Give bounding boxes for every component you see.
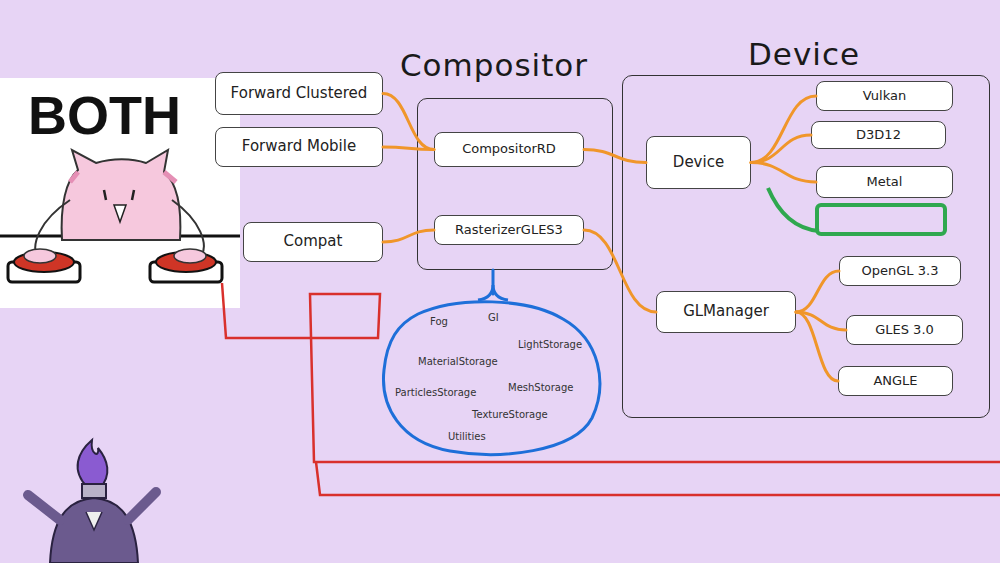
mascot-collar <box>86 512 102 530</box>
backend-box: D3D12 <box>811 121 946 149</box>
backend-box: ANGLE <box>838 366 953 396</box>
cat-bows <box>70 172 176 182</box>
box-label: Device <box>673 154 724 171</box>
cat-arms <box>35 200 203 258</box>
cat-paw <box>24 249 56 263</box>
connector <box>493 270 494 294</box>
renderer-box: Compat <box>243 222 383 262</box>
mascot <box>28 440 156 563</box>
connector <box>383 147 434 150</box>
process-box: GLManager <box>656 291 796 333</box>
group-box: CompositorCompositorRDRasterizerGLES3 <box>417 98 613 270</box>
connector-line <box>584 150 646 163</box>
connector <box>751 163 816 183</box>
connector-line <box>796 312 846 330</box>
backend-box: OpenGL 3.3 <box>839 256 961 286</box>
meme-caption: BOTH <box>28 84 181 146</box>
green-link <box>768 188 819 231</box>
connector-line <box>751 96 816 163</box>
box-label: Forward Mobile <box>242 138 356 155</box>
connector-line <box>383 230 434 242</box>
cat-body <box>62 150 181 240</box>
connector-line <box>796 312 838 381</box>
box-label: RasterizerGLES3 <box>455 223 563 238</box>
connector-line <box>796 271 839 312</box>
group-heading: Compositor <box>344 47 644 83</box>
box-label: GLES 3.0 <box>875 323 934 338</box>
connector <box>751 96 816 163</box>
storage-name: Fog <box>430 316 448 327</box>
box-label: Compat <box>284 233 343 250</box>
storage-name: LightStorage <box>518 339 582 350</box>
backend-box: GLES 3.0 <box>846 315 963 345</box>
renderer-box: Forward Mobile <box>215 127 383 167</box>
storage-cloud: Fog GI LightStorageMaterialStorageParticle… <box>378 294 608 459</box>
cloud-path <box>384 302 600 455</box>
mascot-head <box>82 484 106 498</box>
box-label: CompositorRD <box>462 142 556 157</box>
meme-panel <box>0 78 240 308</box>
box-label: OpenGL 3.3 <box>862 264 939 279</box>
mascot-flame <box>78 440 108 488</box>
process-box: RasterizerGLES3 <box>434 215 584 245</box>
box-label: ANGLE <box>873 374 917 389</box>
connector <box>383 94 434 150</box>
empty-slot <box>817 205 945 234</box>
cat-paw <box>174 249 206 263</box>
connector-line <box>492 270 495 294</box>
box-label: GLManager <box>683 303 769 320</box>
backend-box: Vulkan <box>816 81 953 111</box>
storage-name: MeshStorage <box>508 382 573 393</box>
storage-name: TextureStorage <box>472 409 548 420</box>
group-heading: Device <box>654 36 954 72</box>
connector-line <box>751 135 811 163</box>
cat-mouth <box>114 205 126 222</box>
storage-name: ParticlesStorage <box>395 387 476 398</box>
blue-bracket <box>478 285 508 300</box>
backend-box: Metal <box>816 166 953 198</box>
connector <box>584 230 656 312</box>
connector <box>383 230 434 242</box>
renderer-box: Forward Clustered <box>215 72 383 115</box>
mascot-body <box>50 498 138 563</box>
connector-line <box>751 163 816 183</box>
cat-eyes <box>104 190 134 200</box>
process-box: Device <box>646 136 751 189</box>
process-box: CompositorRD <box>434 132 584 167</box>
group-box: DeviceDeviceVulkanD3D12MetalGLManagerOpe… <box>622 75 990 418</box>
box-label: Forward Clustered <box>231 85 368 102</box>
connector <box>796 271 839 312</box>
box-label: D3D12 <box>856 128 901 143</box>
storage-name: GI <box>488 312 499 323</box>
connector-line <box>584 230 656 312</box>
red-loop <box>222 283 1000 495</box>
box-label: Vulkan <box>863 89 906 104</box>
connector <box>796 312 838 381</box>
box-label: Metal <box>867 175 903 190</box>
connector-line <box>383 147 434 150</box>
connector <box>796 312 846 330</box>
connector <box>751 135 811 163</box>
storage-name: Utilities <box>448 431 486 442</box>
connector-line <box>383 94 434 150</box>
connector <box>584 150 646 163</box>
storage-name: MaterialStorage <box>418 356 498 367</box>
